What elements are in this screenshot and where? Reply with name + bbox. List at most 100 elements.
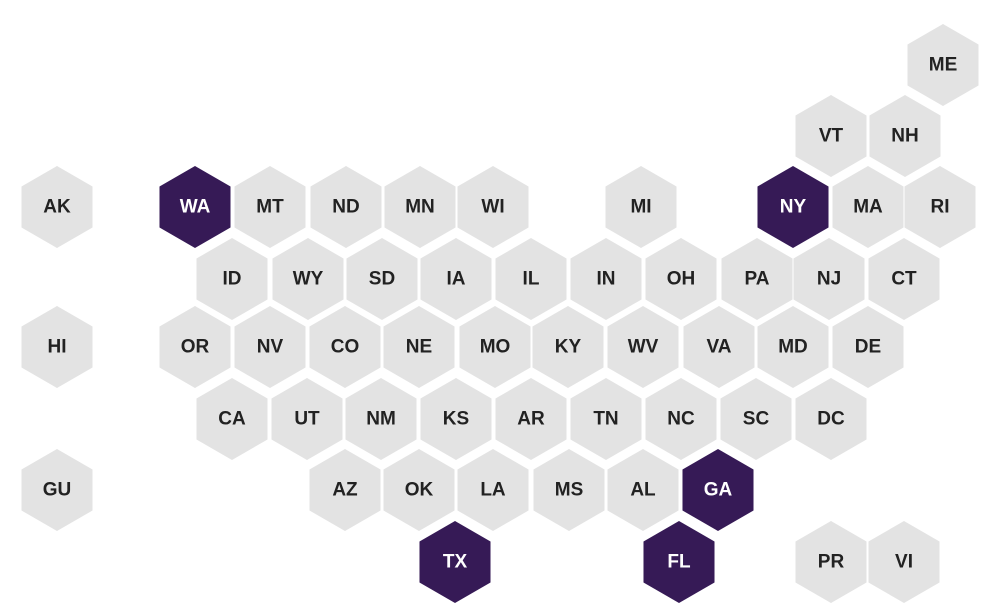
hex-tile-pa[interactable]: PA (721, 238, 793, 320)
hex-tile-la[interactable]: LA (457, 449, 529, 531)
hex-tile-ga[interactable]: GA (682, 449, 754, 531)
hex-shape-nj (793, 238, 865, 320)
hex-label-wv: WV (628, 337, 659, 358)
hex-shape-nc (645, 378, 717, 460)
hex-label-ok: OK (405, 480, 434, 501)
hex-tile-or[interactable]: OR (159, 306, 231, 388)
hex-shape-pr (795, 521, 867, 603)
hex-tile-mi[interactable]: MI (605, 166, 677, 248)
hex-tile-az[interactable]: AZ (309, 449, 381, 531)
hex-tile-md[interactable]: MD (757, 306, 829, 388)
hex-tile-tn[interactable]: TN (570, 378, 642, 460)
hex-shape-ct (868, 238, 940, 320)
hex-shape-oh (645, 238, 717, 320)
hex-tile-ma[interactable]: MA (832, 166, 904, 248)
hex-tile-mt[interactable]: MT (234, 166, 306, 248)
hex-shape-mo (459, 306, 531, 388)
hex-shape-tx (419, 521, 491, 603)
hex-label-pr: PR (818, 552, 845, 573)
hex-label-sc: SC (743, 409, 770, 430)
hex-tile-mn[interactable]: MN (384, 166, 456, 248)
hex-shape-wi (457, 166, 529, 248)
hex-tile-ri[interactable]: RI (904, 166, 976, 248)
hex-tile-fl[interactable]: FL (643, 521, 715, 603)
hex-tile-ca[interactable]: CA (196, 378, 268, 460)
hex-shape-ak (21, 166, 93, 248)
hex-tile-ky[interactable]: KY (532, 306, 604, 388)
hex-tile-ut[interactable]: UT (271, 378, 343, 460)
hex-tile-nd[interactable]: ND (310, 166, 382, 248)
hex-tile-in[interactable]: IN (570, 238, 642, 320)
hex-label-ut: UT (294, 409, 320, 430)
hex-label-hi: HI (48, 337, 67, 358)
hex-tile-nj[interactable]: NJ (793, 238, 865, 320)
hex-tile-ia[interactable]: IA (420, 238, 492, 320)
hex-tile-ak[interactable]: AK (21, 166, 93, 248)
hex-label-ak: AK (43, 197, 71, 218)
hex-tile-oh[interactable]: OH (645, 238, 717, 320)
hex-shape-hi (21, 306, 93, 388)
hex-tile-il[interactable]: IL (495, 238, 567, 320)
hex-label-co: CO (331, 337, 360, 358)
hex-tile-wy[interactable]: WY (272, 238, 344, 320)
hex-tile-co[interactable]: CO (309, 306, 381, 388)
hex-label-nh: NH (891, 126, 918, 147)
hex-tile-nh[interactable]: NH (869, 95, 941, 177)
hex-label-mi: MI (630, 197, 651, 218)
hex-tile-al[interactable]: AL (607, 449, 679, 531)
hex-label-tn: TN (593, 409, 618, 430)
hex-tile-wi[interactable]: WI (457, 166, 529, 248)
hex-tile-dc[interactable]: DC (795, 378, 867, 460)
hex-label-ms: MS (555, 480, 584, 501)
hex-label-nc: NC (667, 409, 695, 430)
hex-label-vt: VT (819, 126, 844, 147)
hex-tile-ne[interactable]: NE (383, 306, 455, 388)
hex-tile-sc[interactable]: SC (720, 378, 792, 460)
hex-tile-de[interactable]: DE (832, 306, 904, 388)
hex-tile-vi[interactable]: VI (868, 521, 940, 603)
hex-shape-la (457, 449, 529, 531)
hex-tile-nm[interactable]: NM (345, 378, 417, 460)
hex-label-in: IN (597, 269, 616, 290)
hex-label-wi: WI (481, 197, 504, 218)
hex-label-wa: WA (180, 197, 211, 218)
hex-label-la: LA (480, 480, 506, 501)
hex-shape-al (607, 449, 679, 531)
hex-tile-nc[interactable]: NC (645, 378, 717, 460)
hex-tile-me[interactable]: ME (907, 24, 979, 106)
hex-tile-ks[interactable]: KS (420, 378, 492, 460)
hex-label-de: DE (855, 337, 881, 358)
hex-tile-ct[interactable]: CT (868, 238, 940, 320)
hex-tile-wa[interactable]: WA (159, 166, 231, 248)
hex-label-ri: RI (931, 197, 950, 218)
hex-tile-va[interactable]: VA (683, 306, 755, 388)
hex-tile-pr[interactable]: PR (795, 521, 867, 603)
hex-shape-wy (272, 238, 344, 320)
hex-shape-ky (532, 306, 604, 388)
hex-shape-in (570, 238, 642, 320)
hex-shape-md (757, 306, 829, 388)
hex-shape-ks (420, 378, 492, 460)
hex-tile-ok[interactable]: OK (383, 449, 455, 531)
hex-label-gu: GU (43, 480, 72, 501)
hex-tile-ms[interactable]: MS (533, 449, 605, 531)
hex-shape-il (495, 238, 567, 320)
hex-label-nm: NM (366, 409, 396, 430)
hex-tile-wv[interactable]: WV (607, 306, 679, 388)
hex-tile-ny[interactable]: NY (757, 166, 829, 248)
hex-shape-nv (234, 306, 306, 388)
hex-tile-gu[interactable]: GU (21, 449, 93, 531)
hex-shape-ma (832, 166, 904, 248)
hex-tile-ar[interactable]: AR (495, 378, 567, 460)
hex-shape-az (309, 449, 381, 531)
hex-shape-ok (383, 449, 455, 531)
hex-tile-sd[interactable]: SD (346, 238, 418, 320)
hex-tile-mo[interactable]: MO (459, 306, 531, 388)
hex-shape-pa (721, 238, 793, 320)
hex-tile-id[interactable]: ID (196, 238, 268, 320)
hex-tile-hi[interactable]: HI (21, 306, 93, 388)
hex-tile-nv[interactable]: NV (234, 306, 306, 388)
hex-tile-vt[interactable]: VT (795, 95, 867, 177)
hex-tile-tx[interactable]: TX (419, 521, 491, 603)
